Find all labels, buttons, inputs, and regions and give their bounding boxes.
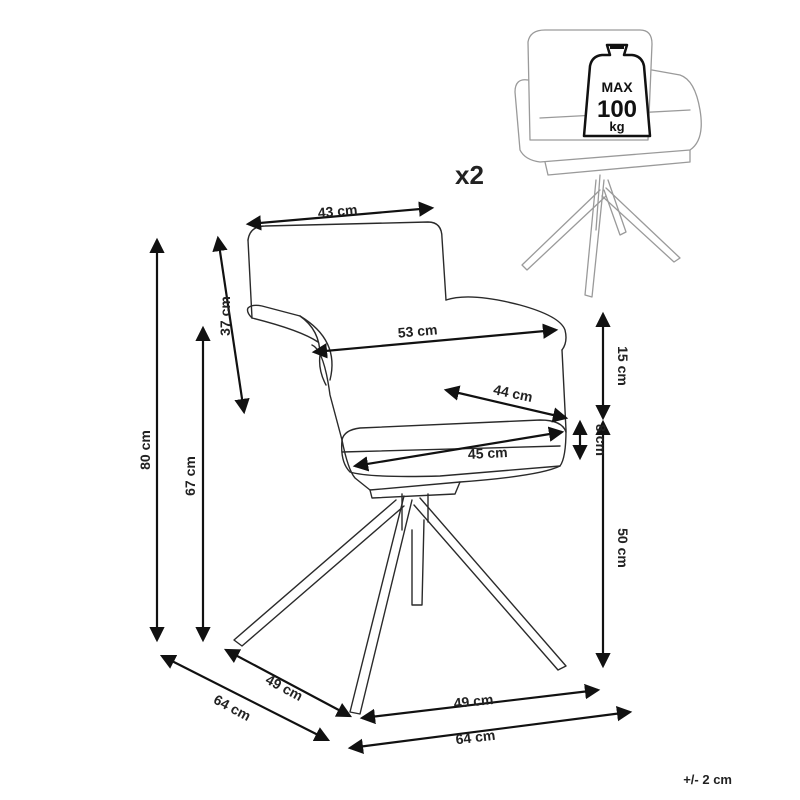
reference-chair-illustration xyxy=(514,29,702,298)
dim-seat-width xyxy=(352,426,565,472)
label-seat-width: 45 cm xyxy=(467,444,507,462)
label-seat-height: 50 cm xyxy=(615,528,631,568)
dim-overall-depth xyxy=(159,654,331,742)
dim-backrest-width xyxy=(245,201,435,231)
weight-icon xyxy=(582,43,652,138)
dim-arm-width xyxy=(311,323,559,359)
max-load-value: 100 xyxy=(597,96,637,123)
label-base-depth: 49 cm xyxy=(263,671,306,704)
label-total-height: 80 cm xyxy=(137,430,153,470)
main-chair-illustration xyxy=(233,221,567,715)
label-base-width: 49 cm xyxy=(453,691,494,711)
label-backrest-height: 37 cm xyxy=(217,296,233,336)
max-load-label: MAX xyxy=(601,79,633,95)
label-backrest-width: 43 cm xyxy=(317,201,358,220)
label-armrest-height: 15 cm xyxy=(615,346,631,386)
max-load-unit: kg xyxy=(609,119,624,134)
dim-overall-width xyxy=(347,706,633,754)
dim-seat-depth xyxy=(443,385,569,423)
label-seat-thickness: 8 cm xyxy=(593,424,609,456)
label-arm-floor-height: 67 cm xyxy=(182,456,198,496)
label-overall-depth: 64 cm xyxy=(211,691,254,724)
label-overall-width: 64 cm xyxy=(455,727,496,748)
label-arm-width: 53 cm xyxy=(397,321,438,340)
quantity-label: x2 xyxy=(455,160,484,190)
tolerance-label: +/- 2 cm xyxy=(683,772,732,787)
dimension-lines xyxy=(149,201,633,754)
dim-backrest-height xyxy=(212,235,250,415)
